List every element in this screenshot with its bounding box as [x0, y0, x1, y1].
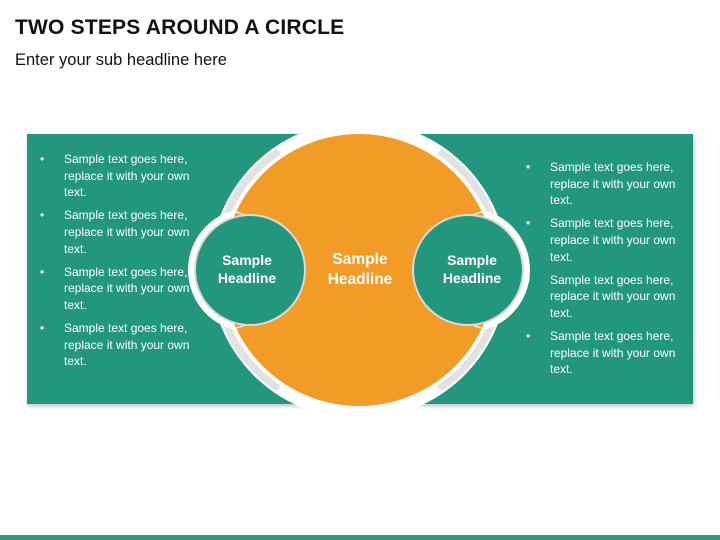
- list-item: Sample text goes here, replace it with y…: [40, 151, 190, 201]
- center-circle: [223, 134, 495, 406]
- center-circle-label-line1: Sample: [332, 251, 388, 268]
- left-circle: [194, 214, 306, 326]
- list-item: Sample text goes here, replace it with y…: [40, 320, 190, 370]
- list-item: Sample text goes here, replace it with y…: [40, 264, 190, 314]
- right-circle-label: Sample Headline: [422, 251, 522, 287]
- list-item: Sample text goes here, replace it with y…: [40, 207, 190, 257]
- list-item: Sample text goes here, replace it with y…: [526, 272, 681, 322]
- page-title: TWO STEPS AROUND A CIRCLE: [15, 16, 345, 39]
- list-item: Sample text goes here, replace it with y…: [526, 328, 681, 378]
- list-item: Sample text goes here, replace it with y…: [526, 215, 681, 265]
- center-circle-label: Sample Headline: [300, 250, 420, 290]
- center-circle-label-line2: Headline: [327, 271, 393, 289]
- right-circle-label-line2: Headline: [442, 270, 502, 287]
- list-item: Sample text goes here, replace it with y…: [526, 159, 681, 209]
- page-subtitle: Enter your sub headline here: [15, 51, 227, 69]
- right-circle-label-line1: Sample: [447, 252, 497, 268]
- left-bullet-list: Sample text goes here, replace it with y…: [40, 151, 190, 377]
- footer-bar: [0, 535, 720, 540]
- left-circle-label-line1: Sample: [222, 252, 272, 268]
- right-bullet-list: Sample text goes here, replace it with y…: [526, 159, 681, 385]
- right-circle: [412, 214, 524, 326]
- left-circle-label-line2: Headline: [217, 270, 277, 287]
- left-circle-label: Sample Headline: [197, 251, 297, 287]
